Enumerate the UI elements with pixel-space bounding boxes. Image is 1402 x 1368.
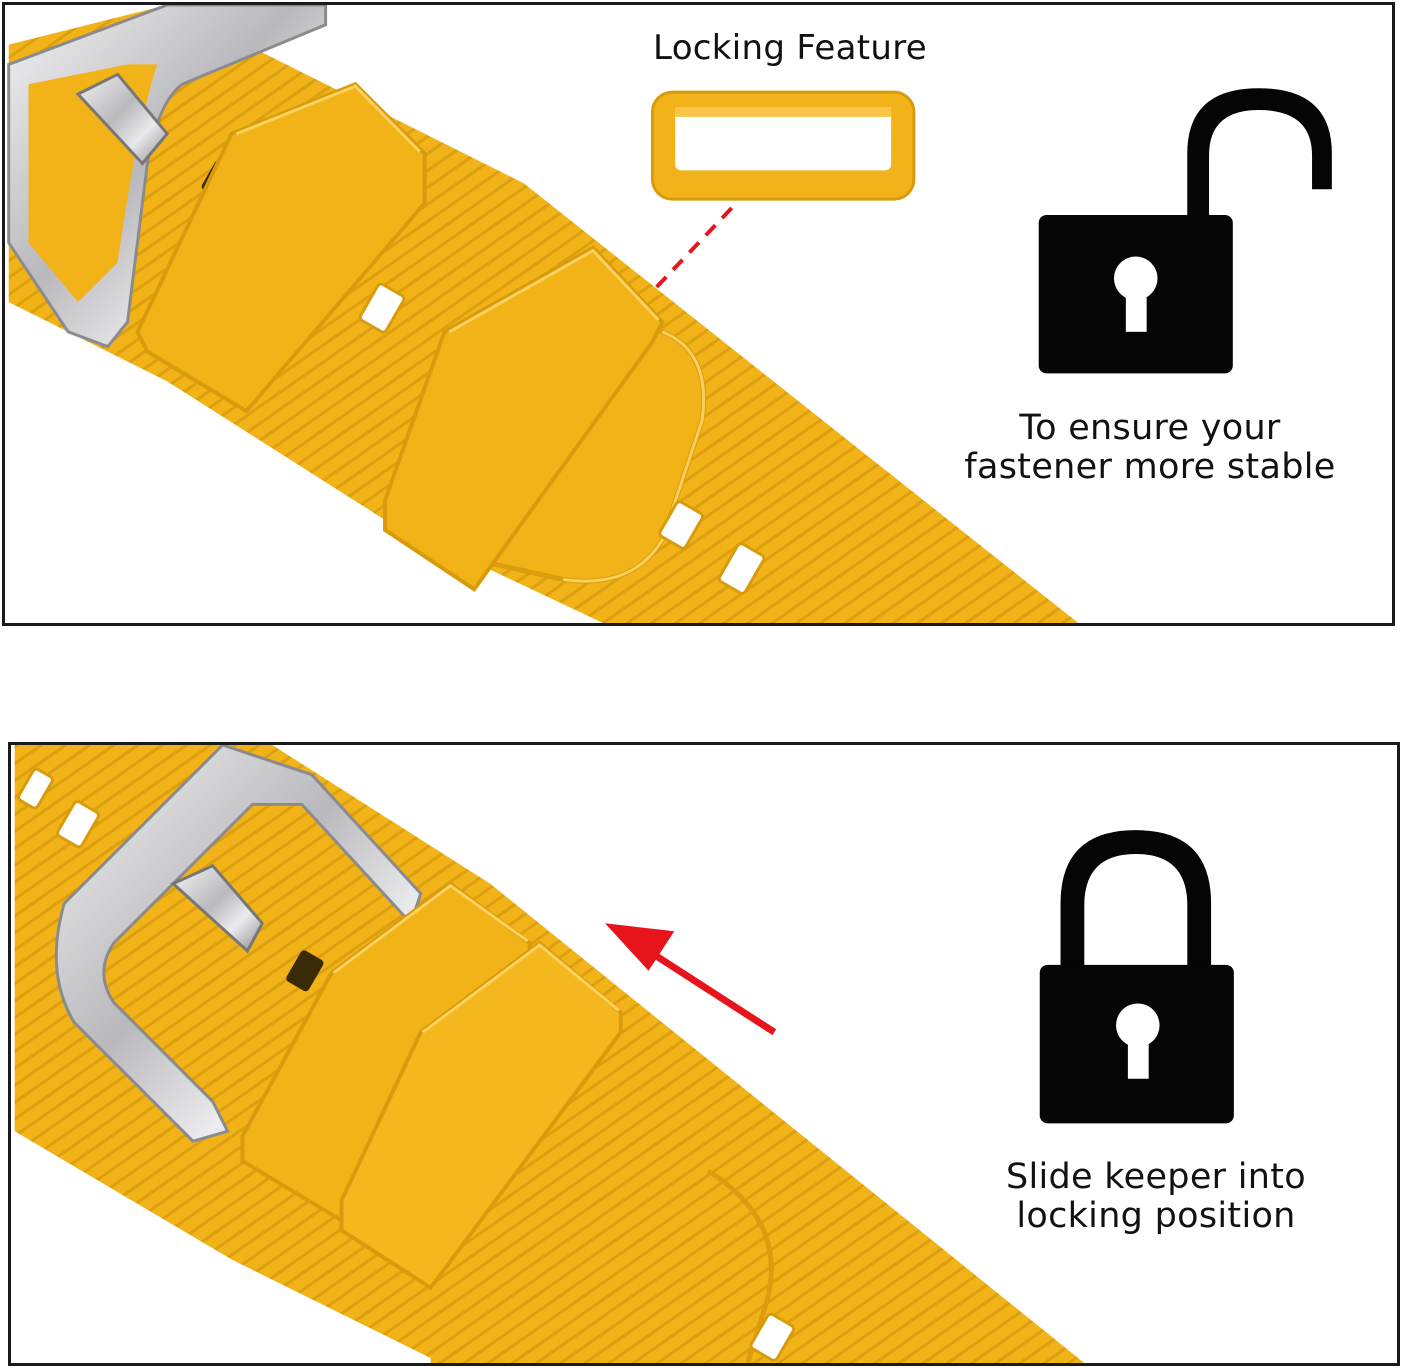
keeper-sliding — [339, 940, 623, 1291]
strap-illustration-unlocked — [7, 5, 1332, 623]
buckle — [54, 745, 423, 1143]
panel-unlocked: Locking Feature To ensure your fastener … — [2, 2, 1395, 626]
caption-line: locking position — [1016, 1196, 1296, 1237]
keeper-sliding — [383, 245, 665, 593]
locking-feature-title: Locking Feature — [653, 28, 927, 68]
connector-dashed-line — [654, 206, 734, 289]
caption-line: Slide keeper into — [1005, 1157, 1307, 1197]
caption-unlocked: To ensure your fastener more stable — [940, 408, 1360, 488]
keeper-fixed — [135, 81, 427, 414]
caption-locked: Slide keeper into locking position — [946, 1157, 1366, 1237]
strap-holes — [17, 767, 796, 1362]
padlock-closed-icon — [1039, 830, 1234, 1124]
panel-locked: Slide keeper into locking position — [8, 742, 1400, 1366]
caption-line: To ensure your — [1019, 408, 1281, 448]
strap-illustration-locked — [14, 745, 1234, 1363]
padlock-open-icon — [1038, 88, 1332, 374]
buckle — [7, 5, 328, 349]
strap-keeper-loop-icon — [650, 90, 916, 201]
caption-line: fastener more stable — [964, 447, 1336, 488]
arrow-up-left-icon — [604, 923, 777, 1036]
